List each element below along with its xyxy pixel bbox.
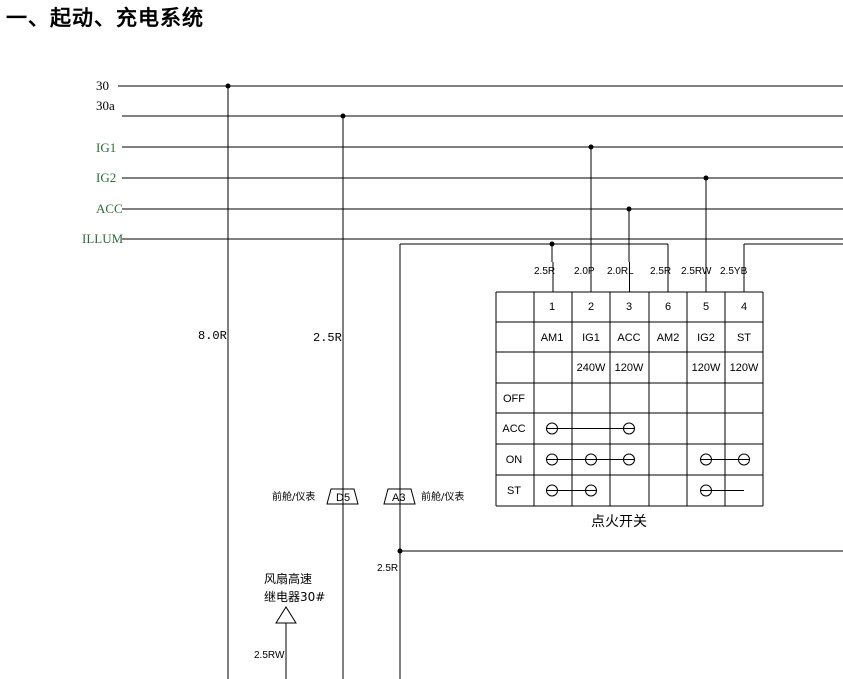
switch-terminal: AM2 bbox=[657, 332, 680, 344]
switch-position-off: OFF bbox=[503, 393, 525, 405]
switch-terminal: ST bbox=[737, 332, 751, 344]
bus-label-ig2: IG2 bbox=[96, 170, 116, 185]
junction-dot bbox=[588, 144, 594, 150]
switch-wire-color: 2.0P bbox=[574, 266, 595, 277]
page-title: 一、起动、充电系统 bbox=[6, 6, 204, 30]
junction-dot bbox=[703, 175, 709, 181]
switch-wire-color: 2.5RW bbox=[681, 266, 712, 277]
switch-terminal: AM1 bbox=[541, 332, 564, 344]
switch-pin: 6 bbox=[665, 301, 671, 313]
switch-rating: 120W bbox=[615, 362, 644, 374]
switch-rating: 240W bbox=[577, 362, 606, 374]
switch-position-st: ST bbox=[507, 485, 521, 497]
connector-d5-label: 前舱/仪表 bbox=[272, 490, 315, 503]
trunk-wire-label-2-5r: 2.5R bbox=[313, 331, 342, 345]
bus-label-30: 30 bbox=[96, 78, 109, 93]
relay-wire-label: 2.5RW bbox=[254, 650, 285, 661]
connector-a3-id: A3 bbox=[392, 492, 405, 504]
junction-dot bbox=[225, 83, 231, 89]
switch-terminal: IG1 bbox=[582, 332, 600, 344]
bus-label-illum: ILLUM bbox=[82, 231, 124, 246]
connector-d5-id: D5 bbox=[336, 492, 350, 504]
trunk-wire-label-8-0r: 8.0R bbox=[198, 329, 227, 343]
ignition-switch-table bbox=[495, 291, 764, 507]
bus-label-acc: ACC bbox=[96, 201, 123, 216]
connector-d5-shape bbox=[326, 488, 359, 505]
junction-dot bbox=[340, 113, 346, 119]
switch-pin: 1 bbox=[549, 301, 555, 313]
junction-dot bbox=[626, 206, 632, 212]
connector-a3-shape bbox=[383, 488, 416, 505]
switch-wire-color: 2.5R bbox=[534, 266, 555, 277]
junction-dot bbox=[397, 548, 403, 554]
switch-position-on: ON bbox=[506, 454, 523, 466]
switch-positions: OFF ACC ON ST bbox=[502, 393, 525, 497]
relay-terminal-triangle-icon bbox=[275, 606, 297, 624]
switch-terminal: IG2 bbox=[697, 332, 715, 344]
switch-ratings: 240W 120W 120W 120W bbox=[577, 362, 759, 374]
junction-dots bbox=[225, 83, 709, 554]
switch-position-acc: ACC bbox=[502, 423, 525, 435]
switch-pin: 4 bbox=[741, 301, 747, 313]
switch-terminal: ACC bbox=[617, 332, 640, 344]
junction-dot bbox=[549, 241, 555, 247]
switch-rating: 120W bbox=[730, 362, 759, 374]
switch-caption: 点火开关 bbox=[591, 514, 647, 530]
bus-label-30a: 30a bbox=[96, 98, 115, 113]
branch-wire-label: 2.5R bbox=[377, 563, 398, 574]
bus-labels: 30 30a IG1 IG2 ACC ILLUM bbox=[82, 78, 124, 246]
connector-a3-label: 前舱/仪表 bbox=[421, 490, 464, 503]
switch-wire-colors: 2.5R 2.0P 2.0RL 2.5R 2.5RW 2.5YB bbox=[534, 266, 748, 277]
wires bbox=[118, 85, 843, 679]
connector-a3: A3 前舱/仪表 bbox=[383, 488, 464, 505]
switch-terminals: AM1 IG1 ACC AM2 IG2 ST bbox=[541, 332, 752, 344]
switch-wire-color: 2.5YB bbox=[720, 266, 748, 277]
switch-wire-color: 2.0RL bbox=[607, 266, 634, 277]
switch-pins: 1 2 3 6 5 4 bbox=[549, 301, 747, 313]
bus-label-ig1: IG1 bbox=[96, 140, 116, 155]
relay-name: 风扇高速 bbox=[264, 571, 312, 586]
switch-pin: 5 bbox=[703, 301, 709, 313]
switch-rating: 120W bbox=[692, 362, 721, 374]
connector-d5: 前舱/仪表 D5 bbox=[272, 488, 359, 505]
switch-pin: 3 bbox=[626, 301, 632, 313]
relay-terminal: 继电器30# bbox=[264, 590, 325, 604]
fan-relay: 风扇高速 继电器30# 2.5RW bbox=[254, 571, 325, 661]
switch-pin: 2 bbox=[588, 301, 594, 313]
switch-contacts bbox=[546, 422, 750, 497]
switch-wire-color: 2.5R bbox=[650, 266, 671, 277]
